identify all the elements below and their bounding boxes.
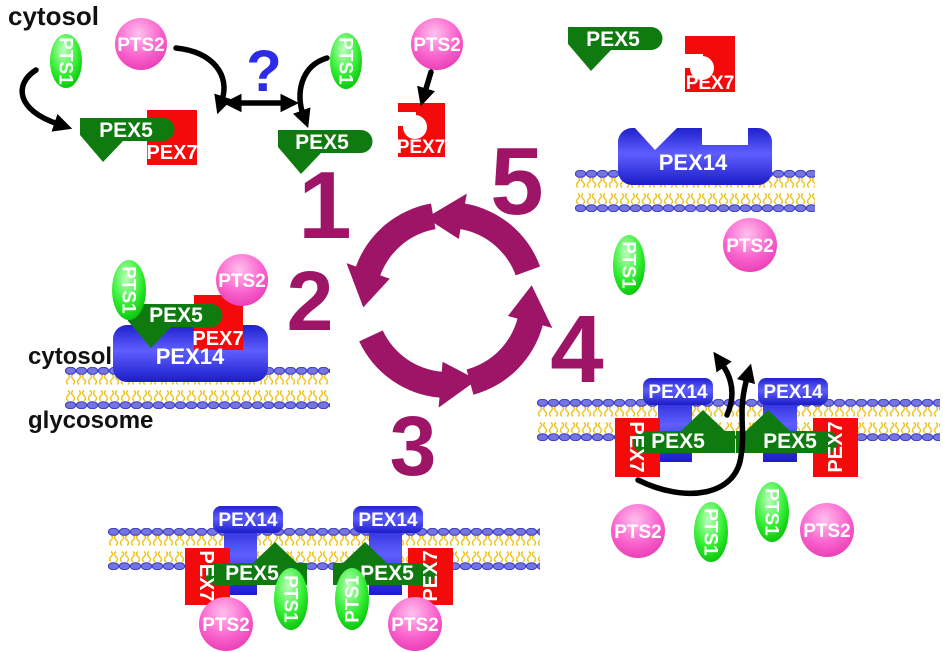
pex7-label: PEX7: [420, 550, 442, 601]
pts1-cargo-step3-right: PTS1: [335, 568, 369, 630]
pex14-box-step4-left: [643, 378, 713, 405]
pex7-label: PEX7: [686, 73, 735, 94]
pex5-label: PEX5: [360, 562, 414, 585]
pts2-label: PTS2: [614, 522, 662, 543]
pts1-cargo-step5: PTS1: [613, 235, 645, 295]
pex5-label: PEX5: [763, 430, 817, 453]
pex5-docked-step2: [128, 304, 223, 348]
pex14-label: PEX14: [763, 382, 823, 403]
pex7-label: PEX7: [625, 421, 647, 472]
pts2-cargo-step2: PTS2: [216, 254, 268, 306]
pts2-cargo-step3-left: PTS2: [199, 597, 253, 651]
pex14-label: PEX14: [156, 344, 225, 369]
label-glycosome: glycosome: [28, 407, 153, 434]
pts2-cargo-step3-right: PTS2: [388, 597, 442, 651]
step-number-3: 3: [390, 399, 437, 493]
pts2-cargo-step4-a: PTS2: [611, 504, 665, 558]
pex14-free-step5: [618, 128, 772, 185]
pts1-cargo-top-middle: PTS1: [330, 33, 362, 89]
pts1-label: PTS1: [280, 575, 301, 623]
pts2-cargo-cytosol: PTS2: [115, 18, 167, 70]
cycle-arrow-4-to-5: [426, 193, 541, 276]
pex7-label: PEX7: [825, 421, 847, 472]
arrow-cargo-release-short: [713, 351, 735, 418]
membrane-step3: [108, 528, 540, 570]
pts1-label: PTS1: [618, 241, 639, 289]
pts1-label: PTS1: [55, 37, 76, 85]
pts1-label: PTS1: [118, 266, 139, 314]
pts1-label: PTS1: [343, 575, 364, 623]
pts2-label: PTS2: [117, 35, 165, 56]
pex14-box-step3-right: [353, 506, 423, 533]
pex5-step4-right: [736, 410, 838, 453]
pts1-cargo-step2: PTS1: [112, 260, 146, 320]
pts2-cargo-step5: PTS2: [723, 218, 777, 272]
arrow-pts1-to-pex5: [19, 67, 73, 132]
pts2-label: PTS2: [218, 271, 266, 292]
pts2-label: PTS2: [726, 236, 774, 257]
step-number-2: 2: [287, 254, 334, 348]
pex5-free-step5: [568, 27, 663, 71]
step-number-4: 4: [550, 296, 603, 403]
pex5-label: PEX5: [586, 28, 640, 51]
pex5-label: PEX5: [295, 131, 349, 154]
cycle-arrow-1-to-2: [346, 203, 436, 308]
pts1-cargo-step3-left: PTS1: [274, 568, 308, 630]
pts1-cargo-step4-b: PTS1: [755, 482, 789, 542]
pex7-label: PEX7: [397, 137, 446, 158]
pts2-cargo-step4-b: PTS2: [800, 503, 854, 557]
pts1-label: PTS1: [700, 508, 721, 556]
pex14-box-step3-left: [213, 506, 283, 533]
label-cytosol-mid: cytosol: [28, 343, 112, 370]
pex5-complex-cytosol: [80, 118, 175, 162]
pex7-label: PEX7: [192, 328, 243, 350]
pex5-label: PEX5: [225, 562, 279, 585]
pex7-label: PEX7: [195, 550, 217, 601]
arrow-pts1-to-pex5-middle: [292, 55, 330, 129]
pex7-label: PEX7: [146, 142, 197, 164]
pex5-label: PEX5: [651, 430, 705, 453]
cycle-arrow-2-to-3: [359, 330, 478, 408]
pts2-cargo-top-middle: PTS2: [411, 18, 463, 70]
pex7-free-top-middle: [398, 103, 445, 157]
pts1-cargo-step4-a: PTS1: [694, 502, 728, 562]
pts1-label: PTS1: [761, 488, 782, 536]
step-number-1: 1: [298, 152, 351, 259]
pex14-label: PEX14: [659, 150, 728, 175]
arrow-pts2-to-complex: [173, 45, 233, 115]
pex5-step4-left: [633, 410, 735, 453]
pex7-free-step5: [685, 36, 735, 92]
label-cytosol-top: cytosol: [8, 1, 99, 31]
pex14-label: PEX14: [218, 510, 278, 531]
question-mark: ?: [246, 39, 281, 104]
pex5-label: PEX5: [149, 304, 203, 327]
arrow-cargo-release-long: [635, 363, 756, 497]
pex5-label: PEX5: [99, 119, 153, 142]
arrow-pts2-to-pex7: [417, 69, 436, 107]
cycle-arrow-3-to-4: [466, 285, 553, 395]
step-number-5: 5: [490, 128, 543, 235]
pex14-box-step4-right: [758, 378, 828, 405]
pts1-label: PTS1: [335, 37, 356, 85]
pex5-free-top-middle: [278, 130, 373, 174]
pts2-label: PTS2: [391, 615, 439, 636]
pts2-label: PTS2: [413, 35, 461, 56]
pts1-cargo-cytosol: PTS1: [50, 34, 82, 88]
pts2-label: PTS2: [202, 615, 250, 636]
pex14-label: PEX14: [648, 382, 708, 403]
pex14-label: PEX14: [358, 510, 418, 531]
pts2-label: PTS2: [803, 521, 851, 542]
cycle-arrows: [346, 193, 553, 408]
